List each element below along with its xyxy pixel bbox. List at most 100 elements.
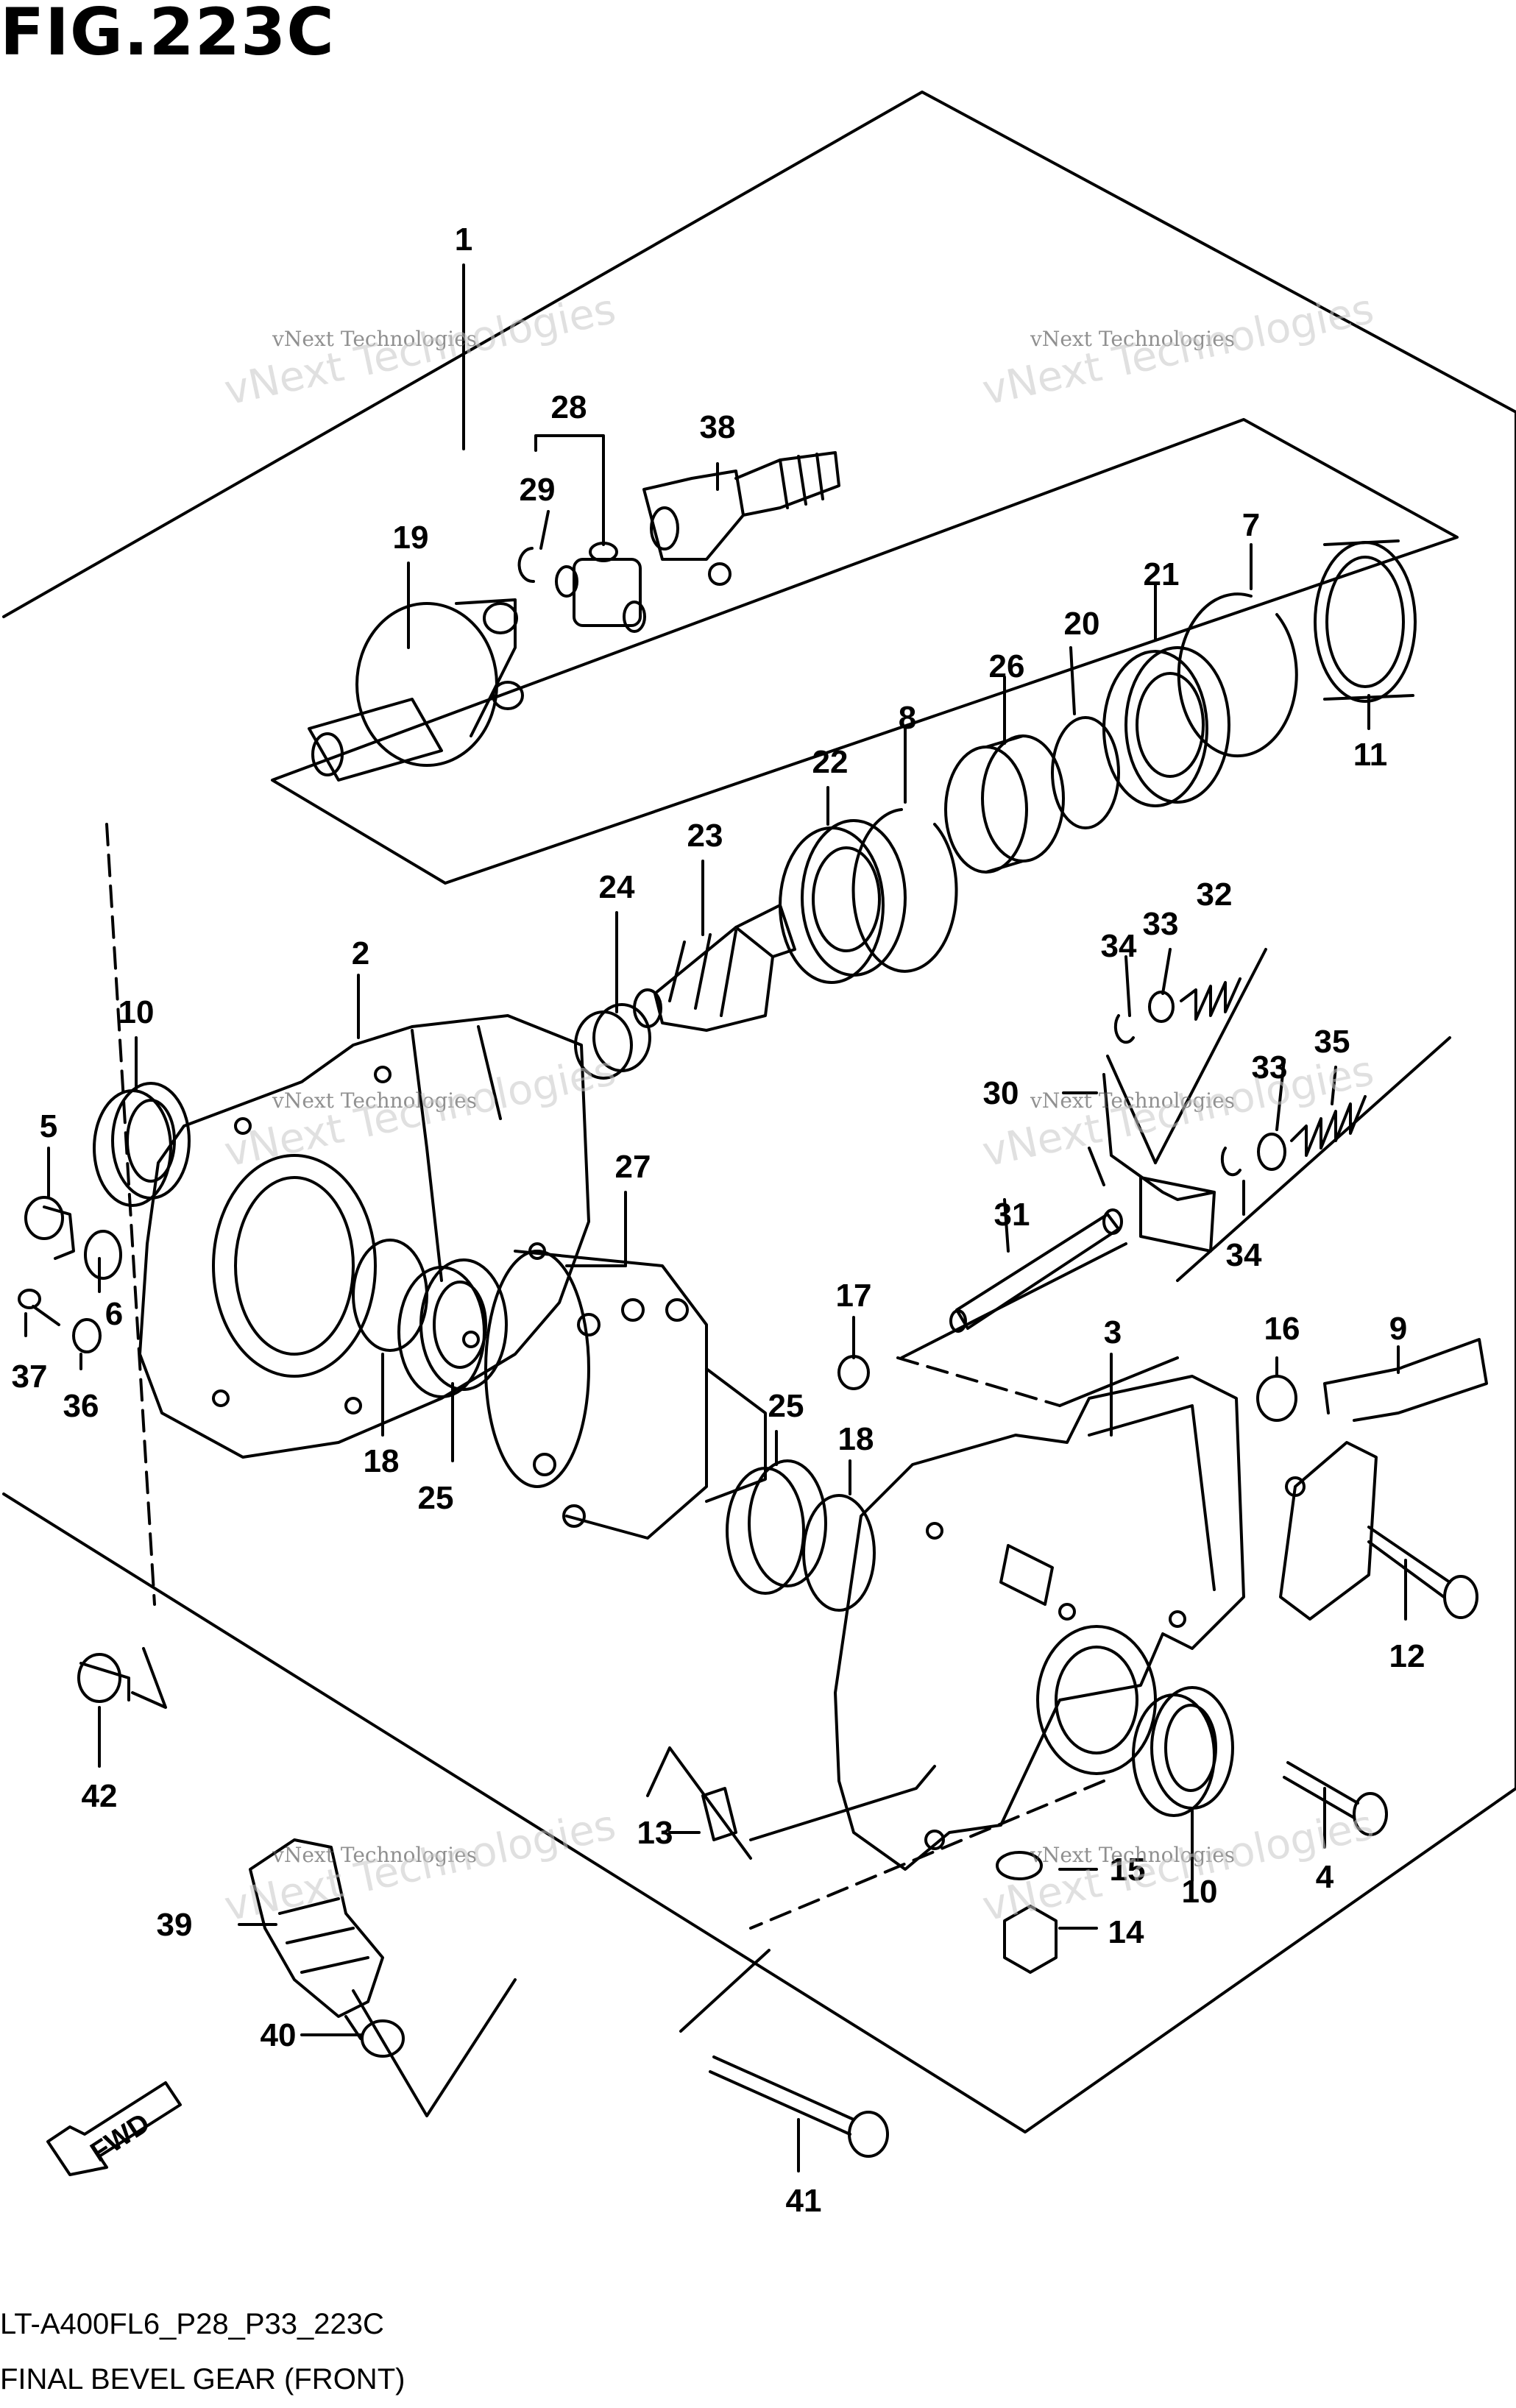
shift-shaft-31 [949,1208,1123,1333]
nut-42 [77,1653,130,1703]
callout-c14: 14 [1108,1914,1144,1950]
callout-c33b: 33 [1252,1049,1288,1086]
drain-plug-5 [24,1196,75,1260]
bolt-41 [709,2055,889,2158]
watermark-small: vNext Technologies [272,1843,477,1867]
circlip-7 [1177,592,1298,758]
e-clip-34a [1113,1014,1135,1044]
watermark-small: vNext Technologies [1030,1088,1235,1113]
case-cover-2 [138,1014,590,1459]
callout-c9: 9 [1389,1311,1407,1347]
watermark-small: vNext Technologies [1030,1843,1235,1867]
callout-c33a: 33 [1143,906,1179,942]
callout-c26: 26 [989,648,1025,684]
figure-caption: FINAL BEVEL GEAR (FRONT) [0,2363,405,2395]
callout-c3: 3 [1104,1314,1122,1350]
callout-c11: 11 [1353,737,1388,773]
callout-c20: 20 [1064,606,1100,642]
callout-c37: 37 [12,1359,48,1395]
callout-c13: 13 [637,1815,673,1851]
e-clip-34b [1220,1147,1242,1177]
watermark-small: vNext Technologies [272,1088,477,1113]
callout-c4: 4 [1316,1859,1334,1895]
callout-c40: 40 [261,2017,297,2053]
shim-18-right [802,1494,876,1612]
nut-14 [1003,1905,1058,1974]
shim-18-left [352,1239,428,1352]
callout-c12: 12 [1389,1638,1425,1674]
shaft-group-frame [271,418,1459,885]
callout-c39: 39 [157,1907,193,1943]
callout-c15: 15 [1110,1852,1146,1888]
needle-bearing-24 [574,1003,651,1080]
watermark-small: vNext Technologies [272,327,477,351]
callout-c23: 23 [687,818,723,854]
washer-36 [72,1318,102,1353]
callout-c31: 31 [994,1197,1030,1233]
bolt-37 [18,1289,60,1326]
callout-c34a: 34 [1101,928,1137,964]
bolt-4 [1283,1761,1388,1836]
yoke-shaft-38 [642,451,840,586]
callout-c19: 19 [393,520,429,556]
circlip-29 [517,547,535,584]
breather-bracket-9 [1279,1338,1488,1621]
callout-c29: 29 [520,472,556,508]
callout-c38: 38 [700,409,736,445]
spider-28 [555,542,646,633]
callout-c7: 7 [1242,507,1260,543]
callout-c10b: 10 [1182,1874,1218,1910]
spring-35 [1290,1095,1367,1157]
figure-title: FIG.223C [0,0,335,70]
callout-c18b: 18 [838,1421,874,1457]
bearing-22 [779,819,907,984]
circlip-20 [1051,716,1120,829]
callout-c36: 36 [63,1388,99,1424]
callout-c10a: 10 [118,994,155,1030]
bolt-12 [1367,1526,1478,1619]
spring-32 [1180,977,1242,1021]
callout-c24: 24 [599,869,635,905]
callout-c30: 30 [983,1075,1019,1111]
figure-code: LT-A400FL6_P28_P33_223C [0,2308,384,2340]
shift-fork-30 [1088,1073,1216,1253]
boot-39 [249,1838,384,2018]
callout-c2: 2 [352,935,369,971]
washer-33b [1257,1133,1286,1171]
callout-c6: 6 [105,1296,123,1332]
callout-c22: 22 [812,744,849,780]
callout-c42: 42 [82,1778,118,1814]
callout-c41: 41 [786,2183,822,2219]
washer-6 [84,1230,122,1280]
callout-c21: 21 [1144,556,1180,592]
callout-c1: 1 [455,222,472,258]
yoke-flange-19 [308,598,524,782]
callout-c35: 35 [1314,1024,1350,1060]
callout-c27: 27 [615,1149,651,1185]
differential-27 [484,1250,767,1540]
bearing-25-right [726,1459,827,1595]
oil-seal-10-left [93,1082,191,1207]
assembly-frame [2,91,1516,2133]
washer-33a [1148,991,1175,1023]
washer-15 [996,1851,1043,1880]
fwd-label: FWD [85,2108,155,2168]
oil-seal-10-right [1132,1686,1234,1817]
pinion-gear-23 [633,904,796,1032]
callout-c25b: 25 [768,1388,804,1424]
bearing-25-left [397,1258,508,1398]
fwd-arrow-icon [46,2081,182,2176]
bushing-16 [1256,1375,1297,1422]
bearing-21 [1102,646,1230,807]
callout-c8: 8 [899,700,916,736]
callout-c17: 17 [836,1278,872,1314]
bushing-26 [944,734,1065,874]
callout-c28: 28 [551,389,587,425]
callout-c5: 5 [40,1108,57,1144]
callout-c25a: 25 [418,1480,454,1516]
oil-seal-11 [1314,539,1417,703]
callout-c34b: 34 [1226,1237,1262,1273]
bushing-17 [837,1355,870,1390]
